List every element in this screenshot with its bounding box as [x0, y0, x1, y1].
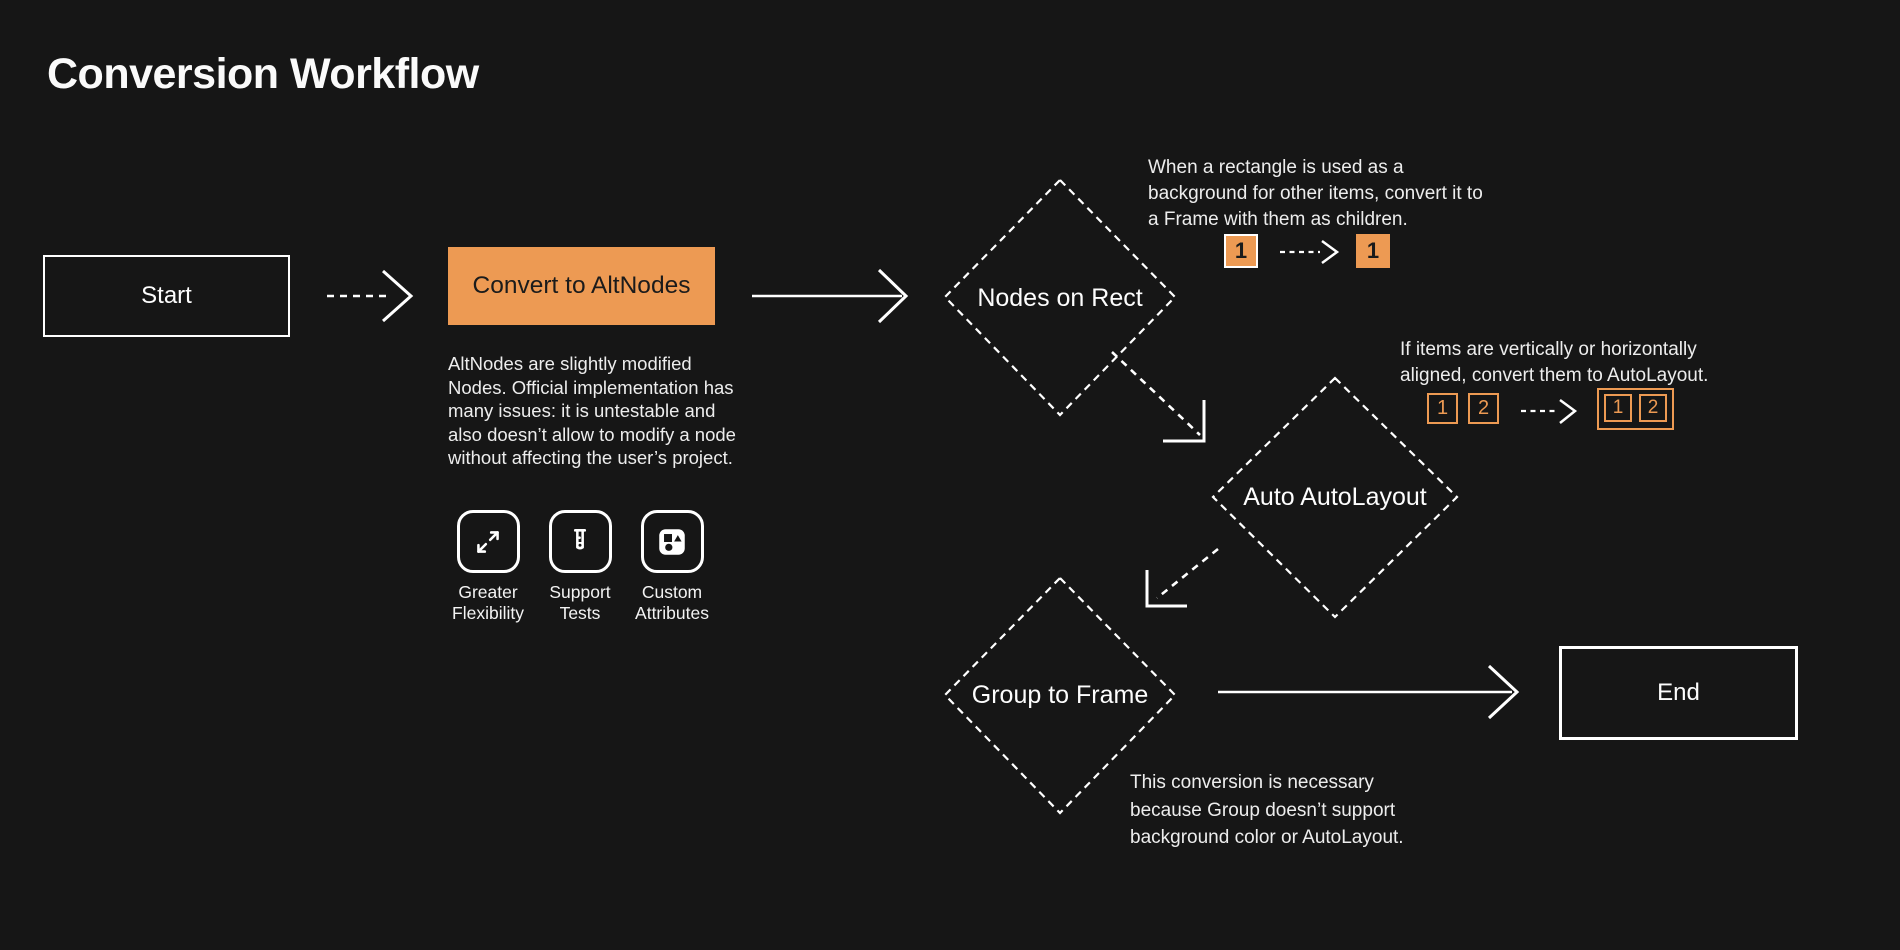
arrow-convert-to-nodesonrect-head [877, 268, 909, 324]
group-to-frame-diamond [943, 576, 1177, 815]
arrow-autolayout-to-grouptoframe-head [1145, 570, 1187, 608]
feature-label: Greater Flexibility [452, 582, 524, 623]
autolayout-demo-item-1: 1 [1427, 393, 1458, 424]
note-group-frame: This conversion is necessary because Gro… [1130, 772, 1404, 848]
autolayout-demo-item-2: 2 [1468, 393, 1499, 424]
feature-label: Support Tests [549, 582, 611, 623]
arrow-nodesonrect-to-autolayout-line [1111, 351, 1201, 436]
arrow-autolayout-to-grouptoframe-line [1156, 547, 1219, 600]
note-autolayout: If items are vertically or horizontally … [1400, 339, 1709, 386]
arrow-nodesonrect-to-autolayout-head [1163, 400, 1206, 443]
node-group-to-frame: Group to Frame [971, 680, 1149, 709]
node-start: Start [43, 255, 290, 337]
arrow-start-to-convert-head [382, 269, 414, 323]
note-rect-to-frame: When a rectangle is used as a background… [1148, 157, 1483, 230]
note-altnodes: AltNodes are slightly modified Nodes. Of… [448, 353, 736, 468]
nodes-on-rect-diamond [943, 178, 1177, 417]
feature-custom-attributes: Custom Attributes [624, 510, 720, 623]
altnodes-features: Greater Flexibility Support Tests [440, 510, 716, 623]
shapes-icon [640, 510, 704, 573]
arrow-grouptoframe-to-end-head [1487, 664, 1520, 720]
node-auto-autolayout: Auto AutoLayout [1243, 482, 1427, 511]
expand-arrows-icon [456, 510, 520, 573]
rect-demo-after-box: 1 [1356, 234, 1390, 268]
autolayout-demo-grouped-item-1: 1 [1604, 394, 1632, 422]
feature-label: Custom Attributes [635, 582, 709, 623]
rect-demo-arrow-head [1321, 239, 1340, 265]
page-title: Conversion Workflow [47, 50, 479, 98]
feature-support-tests: Support Tests [532, 510, 628, 623]
node-nodes-on-rect: Nodes on Rect [977, 283, 1143, 312]
autolayout-demo-group: 1 2 [1597, 388, 1674, 430]
auto-autolayout-diamond [1211, 376, 1459, 619]
node-convert-to-altnodes: Convert to AltNodes [448, 247, 715, 325]
autolayout-demo-arrow-head [1559, 398, 1578, 424]
autolayout-demo-grouped-item-2: 2 [1639, 394, 1667, 422]
node-end: End [1559, 646, 1798, 740]
feature-greater-flexibility: Greater Flexibility [440, 510, 536, 623]
test-tube-icon [548, 510, 612, 573]
rect-demo-before-box: 1 [1224, 234, 1258, 268]
